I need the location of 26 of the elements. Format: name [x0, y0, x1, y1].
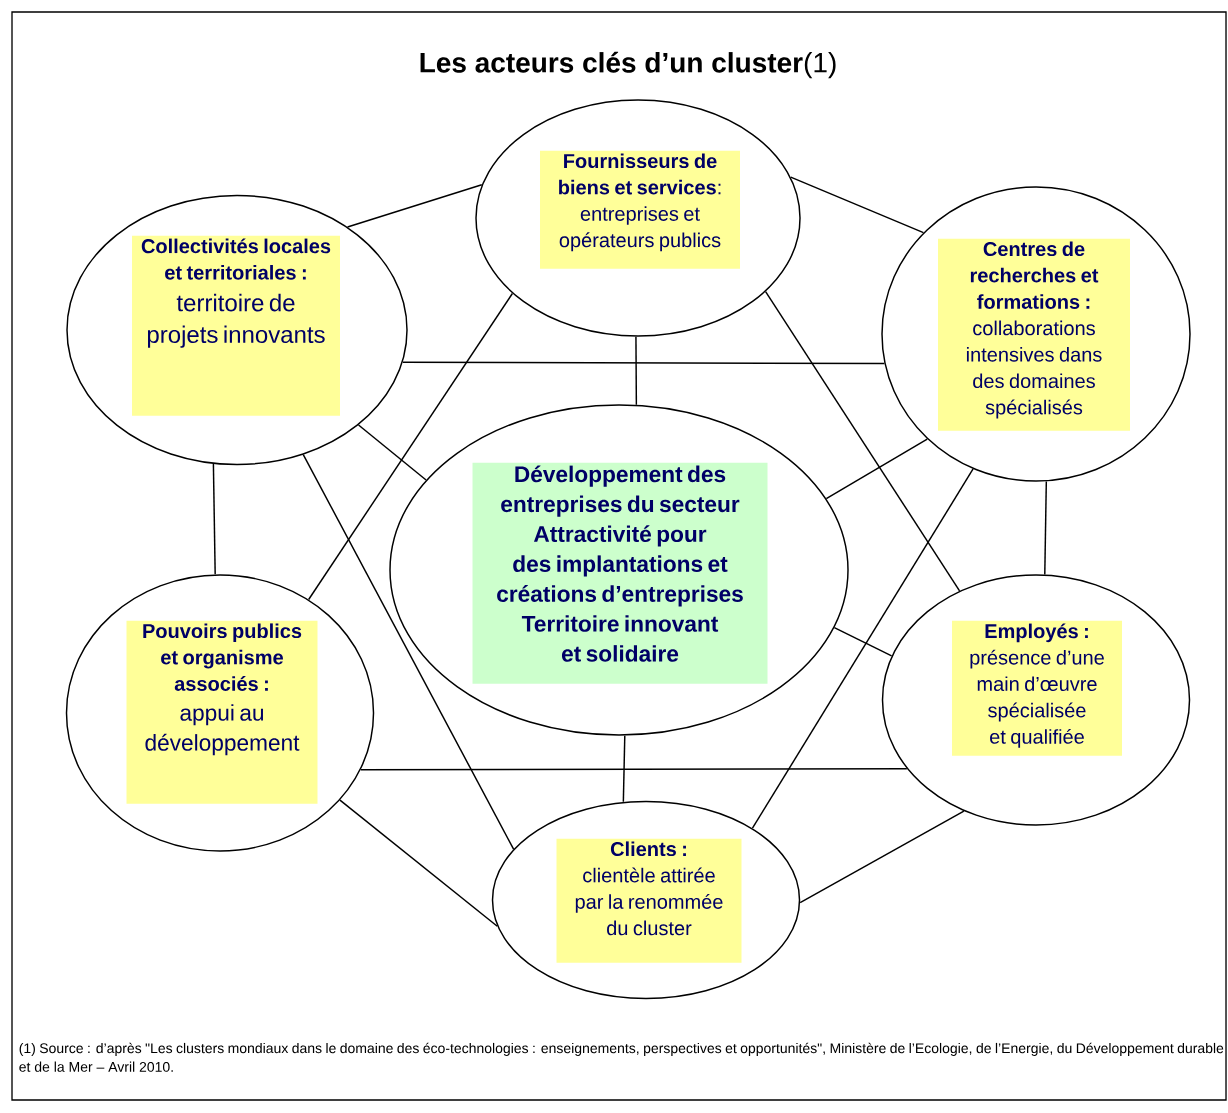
- text-box: Fournisseurs de biens et services: entreprises et opérateurs publics: [540, 150, 740, 269]
- text-box: Collectivités locales et territoriales : territoire de projets innovants: [132, 235, 340, 416]
- connector-line: [790, 176, 925, 234]
- connector-line: [402, 361, 886, 365]
- connector-line: [799, 810, 965, 904]
- connector-line: [764, 290, 961, 592]
- title: Les acteurs clés d’un cluster(1): [420, 51, 836, 79]
- connector-line: [1044, 480, 1048, 576]
- connector-line: [635, 336, 638, 406]
- connector-line: [339, 799, 498, 927]
- connector-line: [346, 184, 483, 228]
- text-box: Clients : clientèle attirée par la renommée du cluster: [556, 838, 742, 963]
- text-box: Pouvoirs publics et organisme associés : appui au développement: [126, 620, 318, 804]
- connector-line: [359, 767, 908, 771]
- source-note: (1) Source : d’après "Les clusters mondiaux dans le domaine des éco-technologies : enseignements, perspectives et opportunités", Ministère de l’Ecologie, de l’Energie, du Développement durable et de la Mer – Avril 2010.: [19, 1042, 1224, 1072]
- connector-line: [751, 468, 974, 829]
- connector-line: [357, 424, 427, 481]
- connector-line: [302, 453, 515, 850]
- text-box: Développement des entreprises du secteur Attractivité pour des implantations et créations d’entreprises Territoire innovant et solidaire: [472, 462, 768, 684]
- text-box: Centres de recherches et formations : collaborations intensives dans des domaines spécialisés: [938, 238, 1130, 431]
- connector-line: [307, 292, 514, 601]
- connector-line: [833, 626, 893, 657]
- connector-line: [825, 438, 928, 500]
- text-box: Employés : présence d’une main d’œuvre spécialisée et qualifiée: [952, 620, 1122, 756]
- connector-line: [622, 734, 626, 803]
- connector-line: [212, 463, 216, 576]
